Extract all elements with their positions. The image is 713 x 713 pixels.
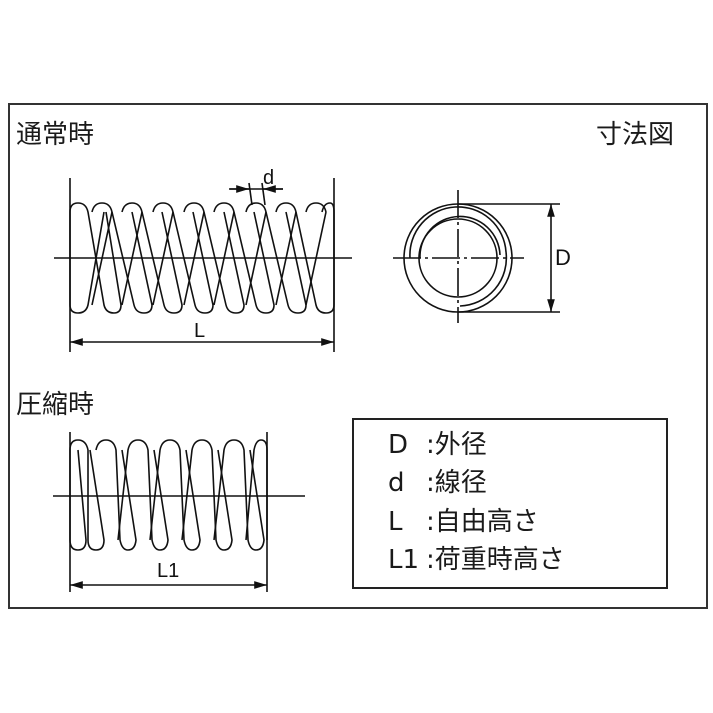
legend-separator: : xyxy=(426,507,435,537)
legend-separator: : xyxy=(426,430,435,460)
legend-description: 自由高さ xyxy=(434,507,539,537)
title-compressed-state: 圧縮時 xyxy=(16,390,95,420)
legend-item-d: d:線径 xyxy=(388,468,487,498)
spring-compressed xyxy=(53,432,305,592)
legend-item-L1: L1:荷重時高さ xyxy=(388,545,565,575)
legend-symbol: L xyxy=(388,507,403,537)
title-dimension-drawing: 寸法図 xyxy=(596,120,675,150)
legend-item-D: D:外径 xyxy=(388,430,487,460)
spring-end-view xyxy=(393,190,560,323)
diagram-frame xyxy=(8,103,708,609)
legend-symbol: L1 xyxy=(388,545,420,575)
legend-description: 荷重時高さ xyxy=(434,545,565,575)
spring-normal xyxy=(54,178,352,352)
legend-separator: : xyxy=(426,468,435,498)
legend-symbol: d xyxy=(388,468,405,498)
legend-separator: : xyxy=(426,545,435,575)
label-D: D xyxy=(555,245,571,270)
label-L1: L1 xyxy=(157,560,179,582)
label-L: L xyxy=(194,320,205,342)
legend-description: 線径 xyxy=(434,468,487,498)
legend-symbol: D xyxy=(388,430,409,460)
title-normal-state: 通常時 xyxy=(16,120,95,150)
label-d: d xyxy=(263,167,274,189)
legend-box: D:外径 d:線径 L:自由高さ L1:荷重時高さ xyxy=(352,418,668,589)
legend-item-L: L:自由高さ xyxy=(388,507,539,537)
legend-description: 外径 xyxy=(434,430,487,460)
